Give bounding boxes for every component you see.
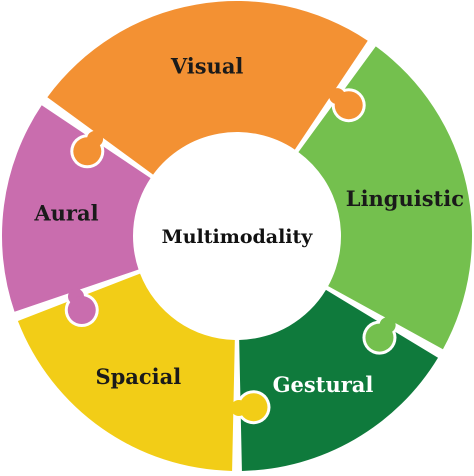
segment-label-spacial: Spacial bbox=[95, 364, 181, 389]
segment-visual bbox=[47, 1, 368, 175]
segment-aural bbox=[1, 105, 151, 312]
puzzle-knob bbox=[73, 137, 102, 166]
segment-label-visual: Visual bbox=[170, 54, 244, 79]
segment-label-linguistic: Linguistic bbox=[346, 186, 464, 211]
center-hub bbox=[135, 134, 339, 338]
puzzle-knob bbox=[334, 91, 363, 120]
puzzle-knob bbox=[67, 296, 96, 325]
segment-linguistic bbox=[298, 46, 472, 350]
puzzle-knob bbox=[365, 323, 394, 352]
puzzle-knob bbox=[239, 393, 268, 422]
center-label: Multimodality bbox=[162, 226, 314, 248]
segment-label-aural: Aural bbox=[33, 201, 98, 226]
puzzle-knobs-layer bbox=[64, 88, 397, 425]
segment-label-gestural: Gestural bbox=[273, 372, 374, 397]
